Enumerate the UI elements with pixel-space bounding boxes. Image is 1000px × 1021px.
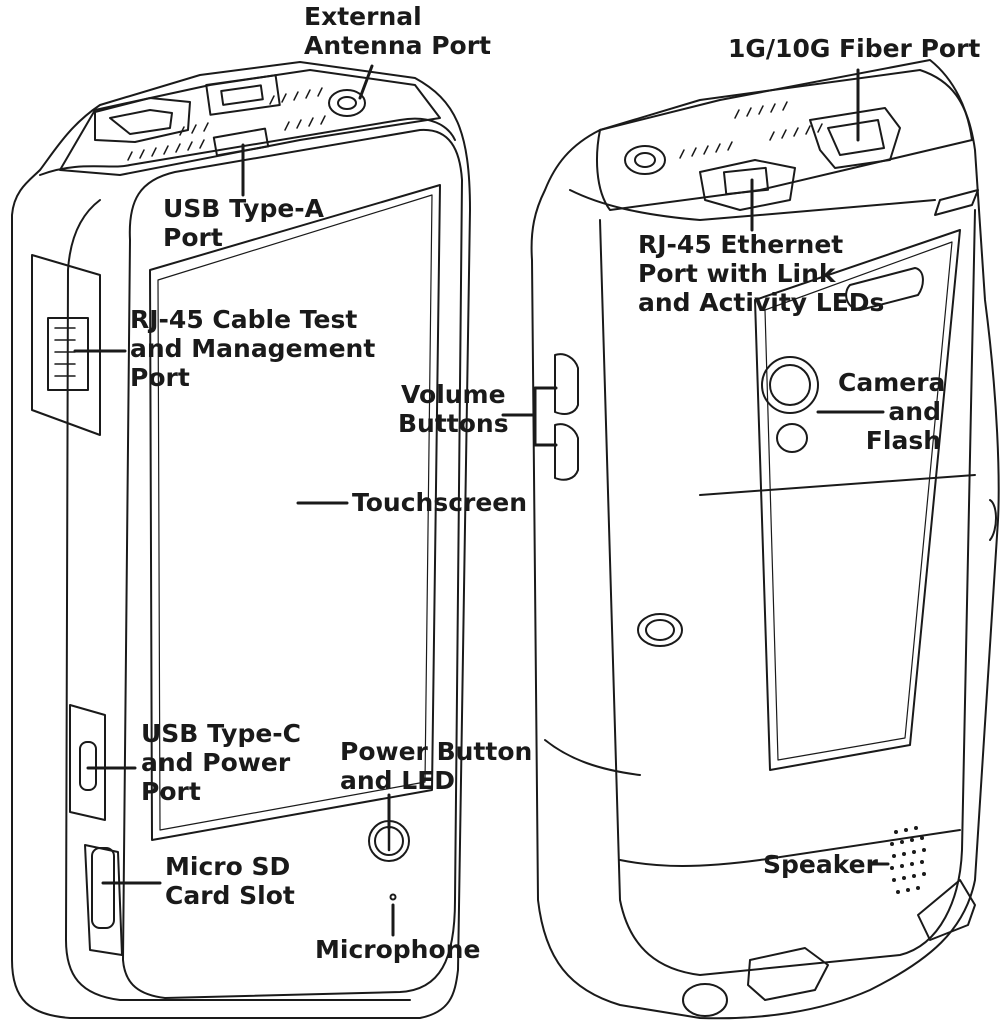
speaker-grille — [890, 826, 926, 894]
sd-card-slot — [84, 844, 123, 956]
back-rim — [569, 189, 936, 221]
front-body-outline — [11, 61, 471, 1019]
back-view-device — [530, 59, 1000, 1020]
fiber-port-jack — [809, 107, 901, 169]
label-micro-sd-card-slot: Micro SD Card Slot — [165, 852, 295, 910]
flash — [776, 423, 808, 453]
front-top-rim — [39, 117, 456, 176]
back-top-face — [596, 59, 973, 211]
leader-antenna — [358, 64, 374, 100]
leader-lines — [73, 64, 890, 937]
bumper-bottom-center — [747, 947, 829, 1001]
back-window — [754, 229, 961, 771]
bumper-bottom-right — [917, 879, 976, 941]
label-usb-type-c-power-port: USB Type-C and Power Port — [141, 719, 302, 806]
antenna-port — [328, 89, 366, 117]
side-clip — [989, 499, 997, 541]
label-speaker: Speaker — [763, 850, 878, 879]
leader-volume — [501, 386, 558, 447]
side-screw-upper — [637, 613, 683, 647]
label-microphone: Microphone — [315, 935, 481, 964]
label-fiber-port: 1G/10G Fiber Port — [728, 34, 981, 63]
label-usb-type-a-port: USB Type-A Port — [163, 194, 325, 252]
label-rj45-ethernet-port: RJ-45 Ethernet Port with Link and Activi… — [638, 230, 885, 317]
front-side-edge — [65, 199, 411, 1001]
label-power-button-led: Power Button and LED — [340, 737, 533, 795]
touchscreen-panel — [149, 184, 441, 841]
back-panel — [599, 209, 976, 976]
volume-up-button — [554, 353, 579, 415]
label-volume-buttons: Volume Buttons — [398, 380, 509, 438]
fiber-jack-front — [94, 97, 191, 143]
rj45-ethernet-jack — [699, 159, 796, 211]
top-latch — [934, 189, 979, 216]
rj45-side-port — [31, 254, 101, 436]
microphone-hole — [389, 893, 397, 901]
usb-a-jack — [212, 127, 270, 157]
screen-inner — [157, 194, 433, 831]
usb-c-port — [69, 704, 106, 821]
back-body-outline — [530, 69, 1000, 1020]
label-external-antenna-port: External Antenna Port — [304, 2, 491, 60]
label-rj45-cable-test-port: RJ-45 Cable Test and Management Port — [130, 305, 376, 392]
front-bezel — [122, 128, 463, 999]
volume-down-button — [554, 423, 579, 481]
rj45-top-jack — [205, 74, 281, 116]
label-camera-flash: Camera and Flash — [838, 368, 946, 455]
side-screw-lower — [682, 983, 728, 1017]
label-touchscreen: Touchscreen — [352, 488, 528, 517]
led-window — [845, 267, 924, 311]
front-vent-slots — [127, 87, 326, 161]
front-view-device — [11, 61, 471, 1019]
camera-lens — [761, 356, 819, 414]
back-vent-slots — [679, 101, 823, 159]
antenna-port-back — [624, 145, 666, 175]
